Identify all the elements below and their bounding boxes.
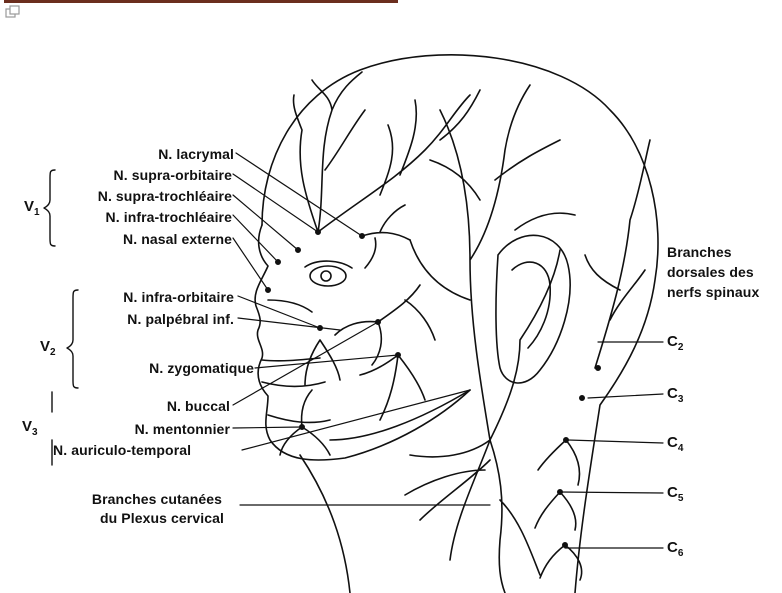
label-n-lacrymal: N. lacrymal bbox=[158, 146, 234, 162]
braces bbox=[44, 170, 78, 465]
label-spinal-title-2: dorsales des bbox=[667, 264, 754, 280]
group-v2-label: V2 bbox=[40, 338, 56, 358]
label-spinal-title-3: nerfs spinaux bbox=[667, 284, 759, 300]
label-n-auriculo-temporal: N. auriculo-temporal bbox=[53, 442, 191, 458]
label-n-palpebral-inf: N. palpébral inf. bbox=[127, 311, 234, 327]
label-n-nasal-externe: N. nasal externe bbox=[123, 231, 232, 247]
face-profile bbox=[255, 225, 470, 460]
label-c6: C6 bbox=[667, 539, 683, 559]
label-n-buccal: N. buccal bbox=[167, 398, 230, 414]
label-n-infra-trochleaire: N. infra-trochléaire bbox=[106, 209, 232, 225]
label-spinal-title-1: Branches bbox=[667, 244, 732, 260]
nerve-branches bbox=[280, 72, 650, 593]
label-c4: C4 bbox=[667, 434, 683, 454]
label-plexus-cervical-1: Branches cutanées bbox=[92, 491, 222, 507]
label-c3: C3 bbox=[667, 385, 683, 405]
head-outline bbox=[262, 55, 658, 593]
eye bbox=[310, 266, 346, 286]
label-n-mentonnier: N. mentonnier bbox=[135, 421, 230, 437]
label-n-supra-orbitaire: N. supra-orbitaire bbox=[114, 167, 233, 183]
label-c5: C5 bbox=[667, 484, 683, 504]
label-c2: C2 bbox=[667, 333, 683, 353]
group-v3-label: V3 bbox=[22, 418, 38, 438]
leader-lines bbox=[233, 153, 663, 548]
label-n-infra-orbitaire: N. infra-orbitaire bbox=[123, 289, 234, 305]
label-n-zygomatique: N. zygomatique bbox=[149, 360, 254, 376]
label-n-supra-trochleaire: N. supra-trochléaire bbox=[98, 188, 232, 204]
group-v1-label: V1 bbox=[24, 198, 40, 218]
label-plexus-cervical-2: du Plexus cervical bbox=[100, 510, 224, 526]
neck-front bbox=[300, 455, 350, 593]
